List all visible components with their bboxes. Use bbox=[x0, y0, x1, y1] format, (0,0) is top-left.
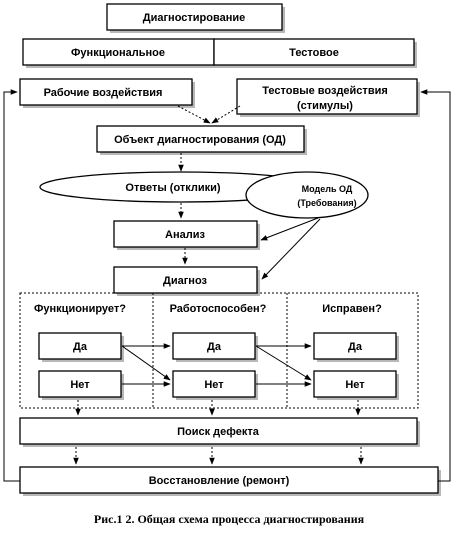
yes-label-1: Да bbox=[73, 341, 88, 353]
decision-frame: Функционирует? Работоспособен? Исправен? bbox=[19, 292, 419, 409]
node-diagnosis: Диагноз bbox=[113, 266, 260, 296]
node-test: Тестовое bbox=[213, 38, 417, 68]
yes-label-3: Да bbox=[348, 341, 363, 353]
node-functional-label: Функциональное bbox=[71, 47, 165, 59]
yes-box-1: Да bbox=[38, 332, 124, 362]
no-box-3: Нет bbox=[313, 370, 399, 400]
yes-box-3: Да bbox=[313, 332, 399, 362]
question-functions: Функционирует? bbox=[34, 303, 126, 315]
no-box-1: Нет bbox=[38, 370, 124, 400]
node-object: Объект диагностирования (ОД) bbox=[96, 125, 307, 155]
node-responses-label: Ответы (отклики) bbox=[125, 182, 221, 194]
figure-caption: Рис.1 2. Общая схема процесса диагностир… bbox=[94, 512, 365, 526]
node-model-label-2: (Требования) bbox=[297, 198, 356, 208]
node-defect-search: Поиск дефекта bbox=[19, 417, 420, 447]
question-operable: Работоспособен? bbox=[170, 303, 267, 315]
no-label-3: Нет bbox=[345, 379, 365, 391]
no-label-2: Нет bbox=[204, 379, 224, 391]
node-diagnosis-label: Диагноз bbox=[163, 275, 208, 287]
yes-label-2: Да bbox=[207, 341, 222, 353]
question-serviceable: Исправен? bbox=[322, 303, 382, 315]
node-analysis: Анализ bbox=[113, 220, 260, 250]
node-restoration-label: Восстановление (ремонт) bbox=[149, 475, 290, 487]
node-functional: Функциональное bbox=[22, 38, 217, 68]
node-analysis-label: Анализ bbox=[165, 229, 205, 241]
node-object-label: Объект диагностирования (ОД) bbox=[114, 134, 286, 146]
node-test-effects-label-2: (стимулы) bbox=[297, 100, 353, 112]
no-box-2: Нет bbox=[172, 370, 258, 400]
yes-box-2: Да bbox=[172, 332, 258, 362]
no-label-1: Нет bbox=[70, 379, 90, 391]
node-test-effects-label-1: Тестовые воздействия bbox=[262, 85, 388, 97]
node-diagnostics: Диагностирование bbox=[106, 3, 285, 33]
node-work-effects-label: Рабочие воздействия bbox=[44, 87, 163, 99]
node-test-label: Тестовое bbox=[289, 47, 339, 59]
connectors bbox=[3, 89, 451, 482]
node-test-effects: Тестовые воздействия (стимулы) bbox=[236, 78, 420, 117]
node-work-effects: Рабочие воздействия bbox=[19, 78, 195, 108]
node-model: Модель ОД (Требования) bbox=[245, 171, 369, 219]
node-defect-search-label: Поиск дефекта bbox=[177, 426, 260, 438]
node-restoration: Восстановление (ремонт) bbox=[19, 466, 441, 496]
node-diagnostics-label: Диагностирование bbox=[143, 12, 245, 24]
node-model-label-1: Модель ОД bbox=[302, 184, 353, 194]
